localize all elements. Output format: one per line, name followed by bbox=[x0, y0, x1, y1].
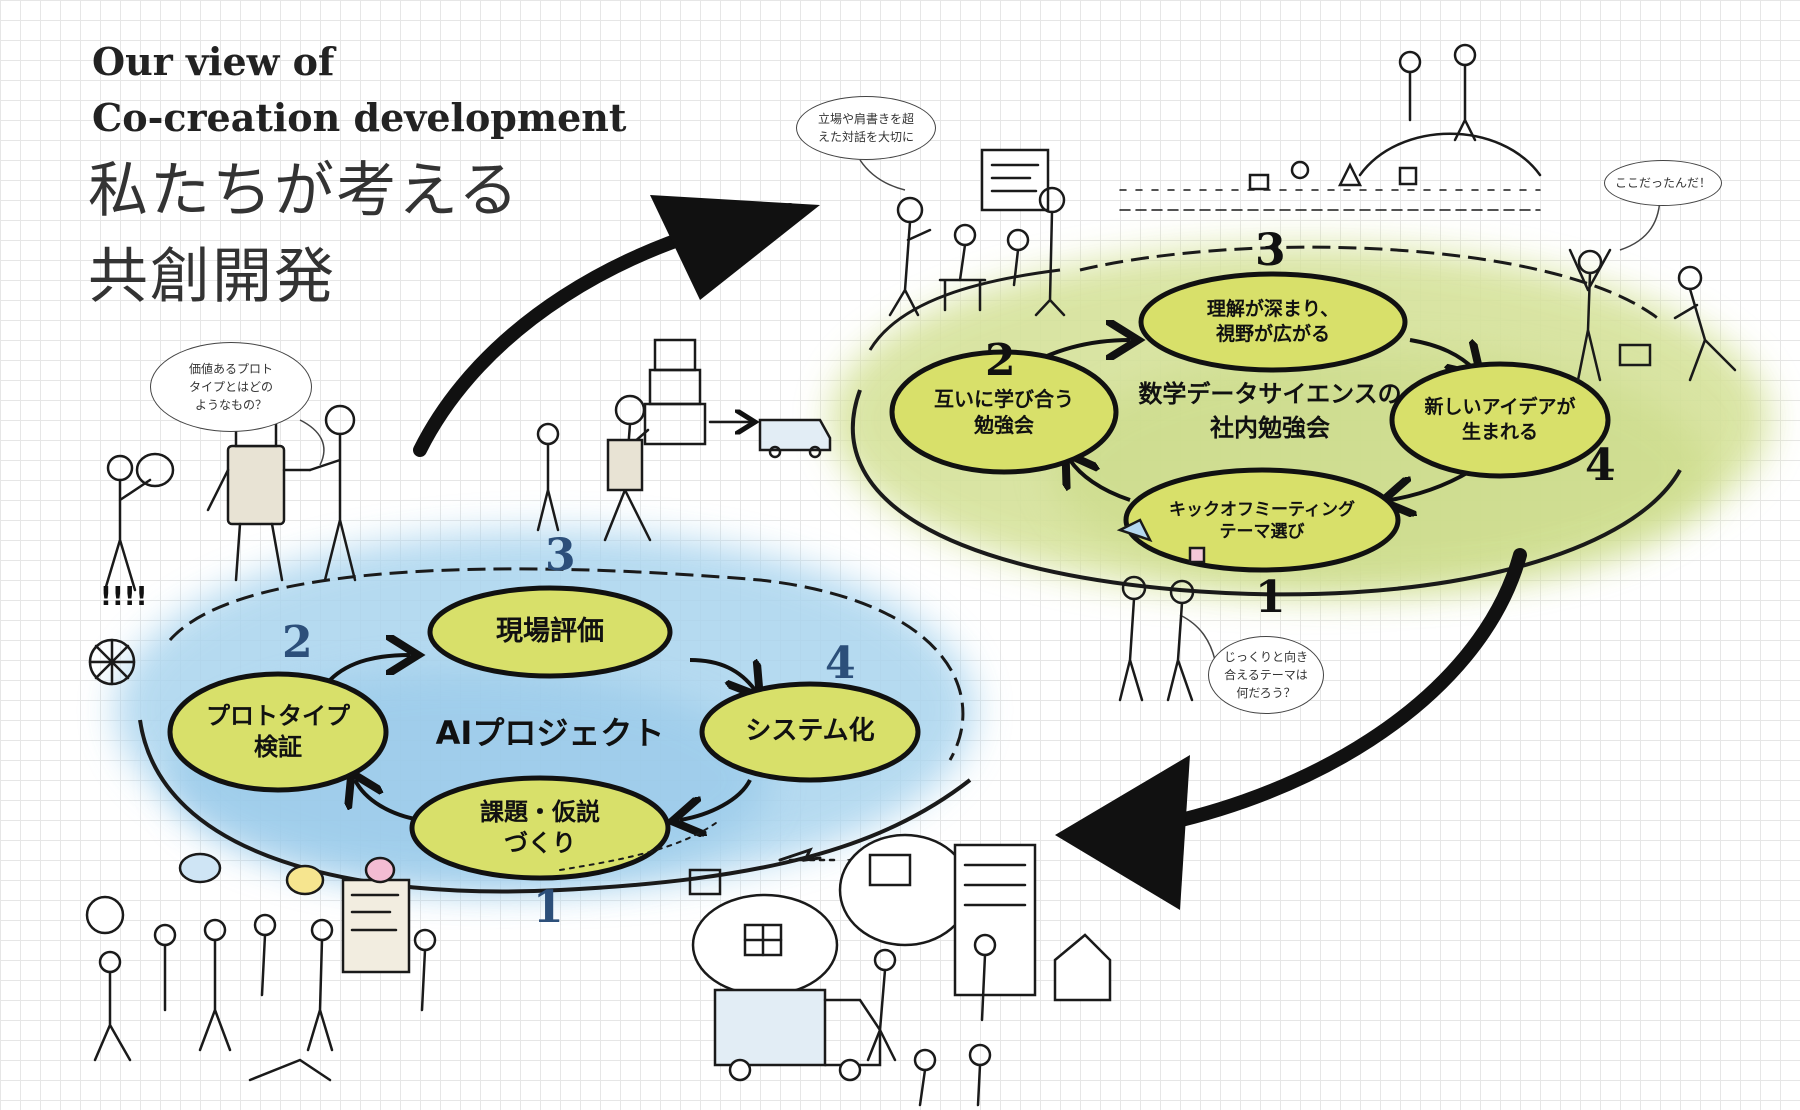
ai-step4-number: 4 bbox=[825, 638, 856, 689]
study-node3-line2: 視野が広がる bbox=[1215, 323, 1330, 345]
bubble-theme-question: じっくりと向き 合えるテーマは 何だろう？ bbox=[1208, 636, 1324, 714]
study-node-shapes bbox=[889, 271, 1611, 573]
ai-node-problem-hypothesis: 課題・仮説 づくり bbox=[420, 790, 660, 866]
bubble-tails bbox=[299, 159, 1661, 661]
ai-node3-line1: 現場評価 bbox=[496, 616, 604, 648]
study-node-kickoff: キックオフミーティング テーマ選び bbox=[1128, 490, 1396, 552]
study-node-new-ideas: 新しいアイデアが 生まれる bbox=[1398, 388, 1602, 452]
ai-node2-line2: 検証 bbox=[254, 733, 302, 761]
study-node1-line2: テーマ選び bbox=[1219, 522, 1305, 542]
study-node2-line2: 勉強会 bbox=[974, 413, 1034, 437]
doodles: !!!! bbox=[85, 43, 1737, 1107]
study-cycle-center: 数学データサイエンスの 社内勉強会 bbox=[1120, 378, 1420, 445]
big-arrow-down bbox=[1055, 548, 1527, 910]
title-english: Our view of Co-creation development bbox=[92, 34, 626, 146]
study-node-mutual-learning: 互いに学び合う 勉強会 bbox=[896, 378, 1112, 446]
bubble1-line2: タイプとはどの bbox=[188, 380, 273, 394]
title-ja-line2: 共創開発 bbox=[88, 242, 336, 312]
ai-step3-number: 3 bbox=[545, 530, 576, 581]
svg-text:!!!!: !!!! bbox=[100, 582, 147, 612]
bubble2-line2: えた対話を大切に bbox=[817, 130, 914, 144]
ai-node1-line1: 課題・仮説 bbox=[480, 797, 600, 826]
title-en-line2: Co-creation development bbox=[92, 95, 627, 140]
big-arrow-up bbox=[413, 195, 820, 457]
bubble2-line1: 立場や肩書きを超 bbox=[817, 112, 914, 126]
study-step2-number: 2 bbox=[985, 335, 1016, 386]
ai-node4-line1: システム化 bbox=[745, 716, 875, 747]
study-node1-line1: キックオフミーティング bbox=[1169, 499, 1355, 520]
bubble4-line2: 合えるテーマは bbox=[1224, 668, 1308, 682]
bubble-found-it: ここだったんだ！ bbox=[1604, 160, 1722, 206]
study-node3-line1: 理解が深まり、 bbox=[1206, 298, 1340, 321]
bubble1-line1: 価値あるプロト bbox=[188, 362, 273, 376]
study-center-line1: 数学データサイエンスの bbox=[1138, 380, 1402, 408]
study-center-line2: 社内勉強会 bbox=[1210, 413, 1330, 442]
ai-cycle-arrows bbox=[328, 655, 755, 820]
title-japanese: 私たちが考える 共創開発 bbox=[88, 148, 520, 320]
bubble3-line1: ここだったんだ！ bbox=[1614, 176, 1711, 190]
study-step4-number: 4 bbox=[1585, 440, 1616, 491]
bubble4-line1: じっくりと向き bbox=[1223, 650, 1308, 664]
study-node-deeper-understanding: 理解が深まり、 視野が広がる bbox=[1148, 292, 1398, 352]
ai-node2-line1: プロトタイプ bbox=[206, 701, 350, 730]
ai-orbit bbox=[138, 567, 972, 894]
ai-node-prototype: プロトタイプ 検証 bbox=[180, 690, 376, 774]
ai-step1-number: 1 bbox=[533, 882, 564, 933]
ai-node1-line2: づくり bbox=[504, 829, 576, 857]
bubble4-line3: 何だろう？ bbox=[1236, 686, 1296, 700]
ai-node-shapes bbox=[167, 585, 921, 881]
ai-cycle-center: AIプロジェクト bbox=[435, 714, 665, 752]
title-en-line1: Our view of bbox=[92, 39, 335, 84]
ai-step2-number: 2 bbox=[282, 617, 313, 668]
bubble1-line3: ようなもの？ bbox=[194, 398, 267, 412]
ai-node-field-evaluation: 現場評価 bbox=[440, 608, 660, 656]
bubble-dialogue: 立場や肩書きを超 えた対話を大切に bbox=[796, 96, 936, 160]
title-ja-line1: 私たちが考える bbox=[88, 156, 521, 226]
study-step3-number: 3 bbox=[1255, 225, 1286, 276]
study-node2-line1: 互いに学び合う bbox=[934, 387, 1074, 411]
study-orbit bbox=[850, 245, 1682, 597]
ai-node-systemization: システム化 bbox=[710, 706, 910, 758]
study-step1-number: 1 bbox=[1255, 572, 1286, 623]
bubble-prototype-question: 価値あるプロト タイプとはどの ようなもの？ bbox=[150, 342, 312, 432]
study-node4-line2: 生まれる bbox=[1461, 421, 1538, 443]
study-node4-line1: 新しいアイデアが bbox=[1424, 396, 1576, 419]
